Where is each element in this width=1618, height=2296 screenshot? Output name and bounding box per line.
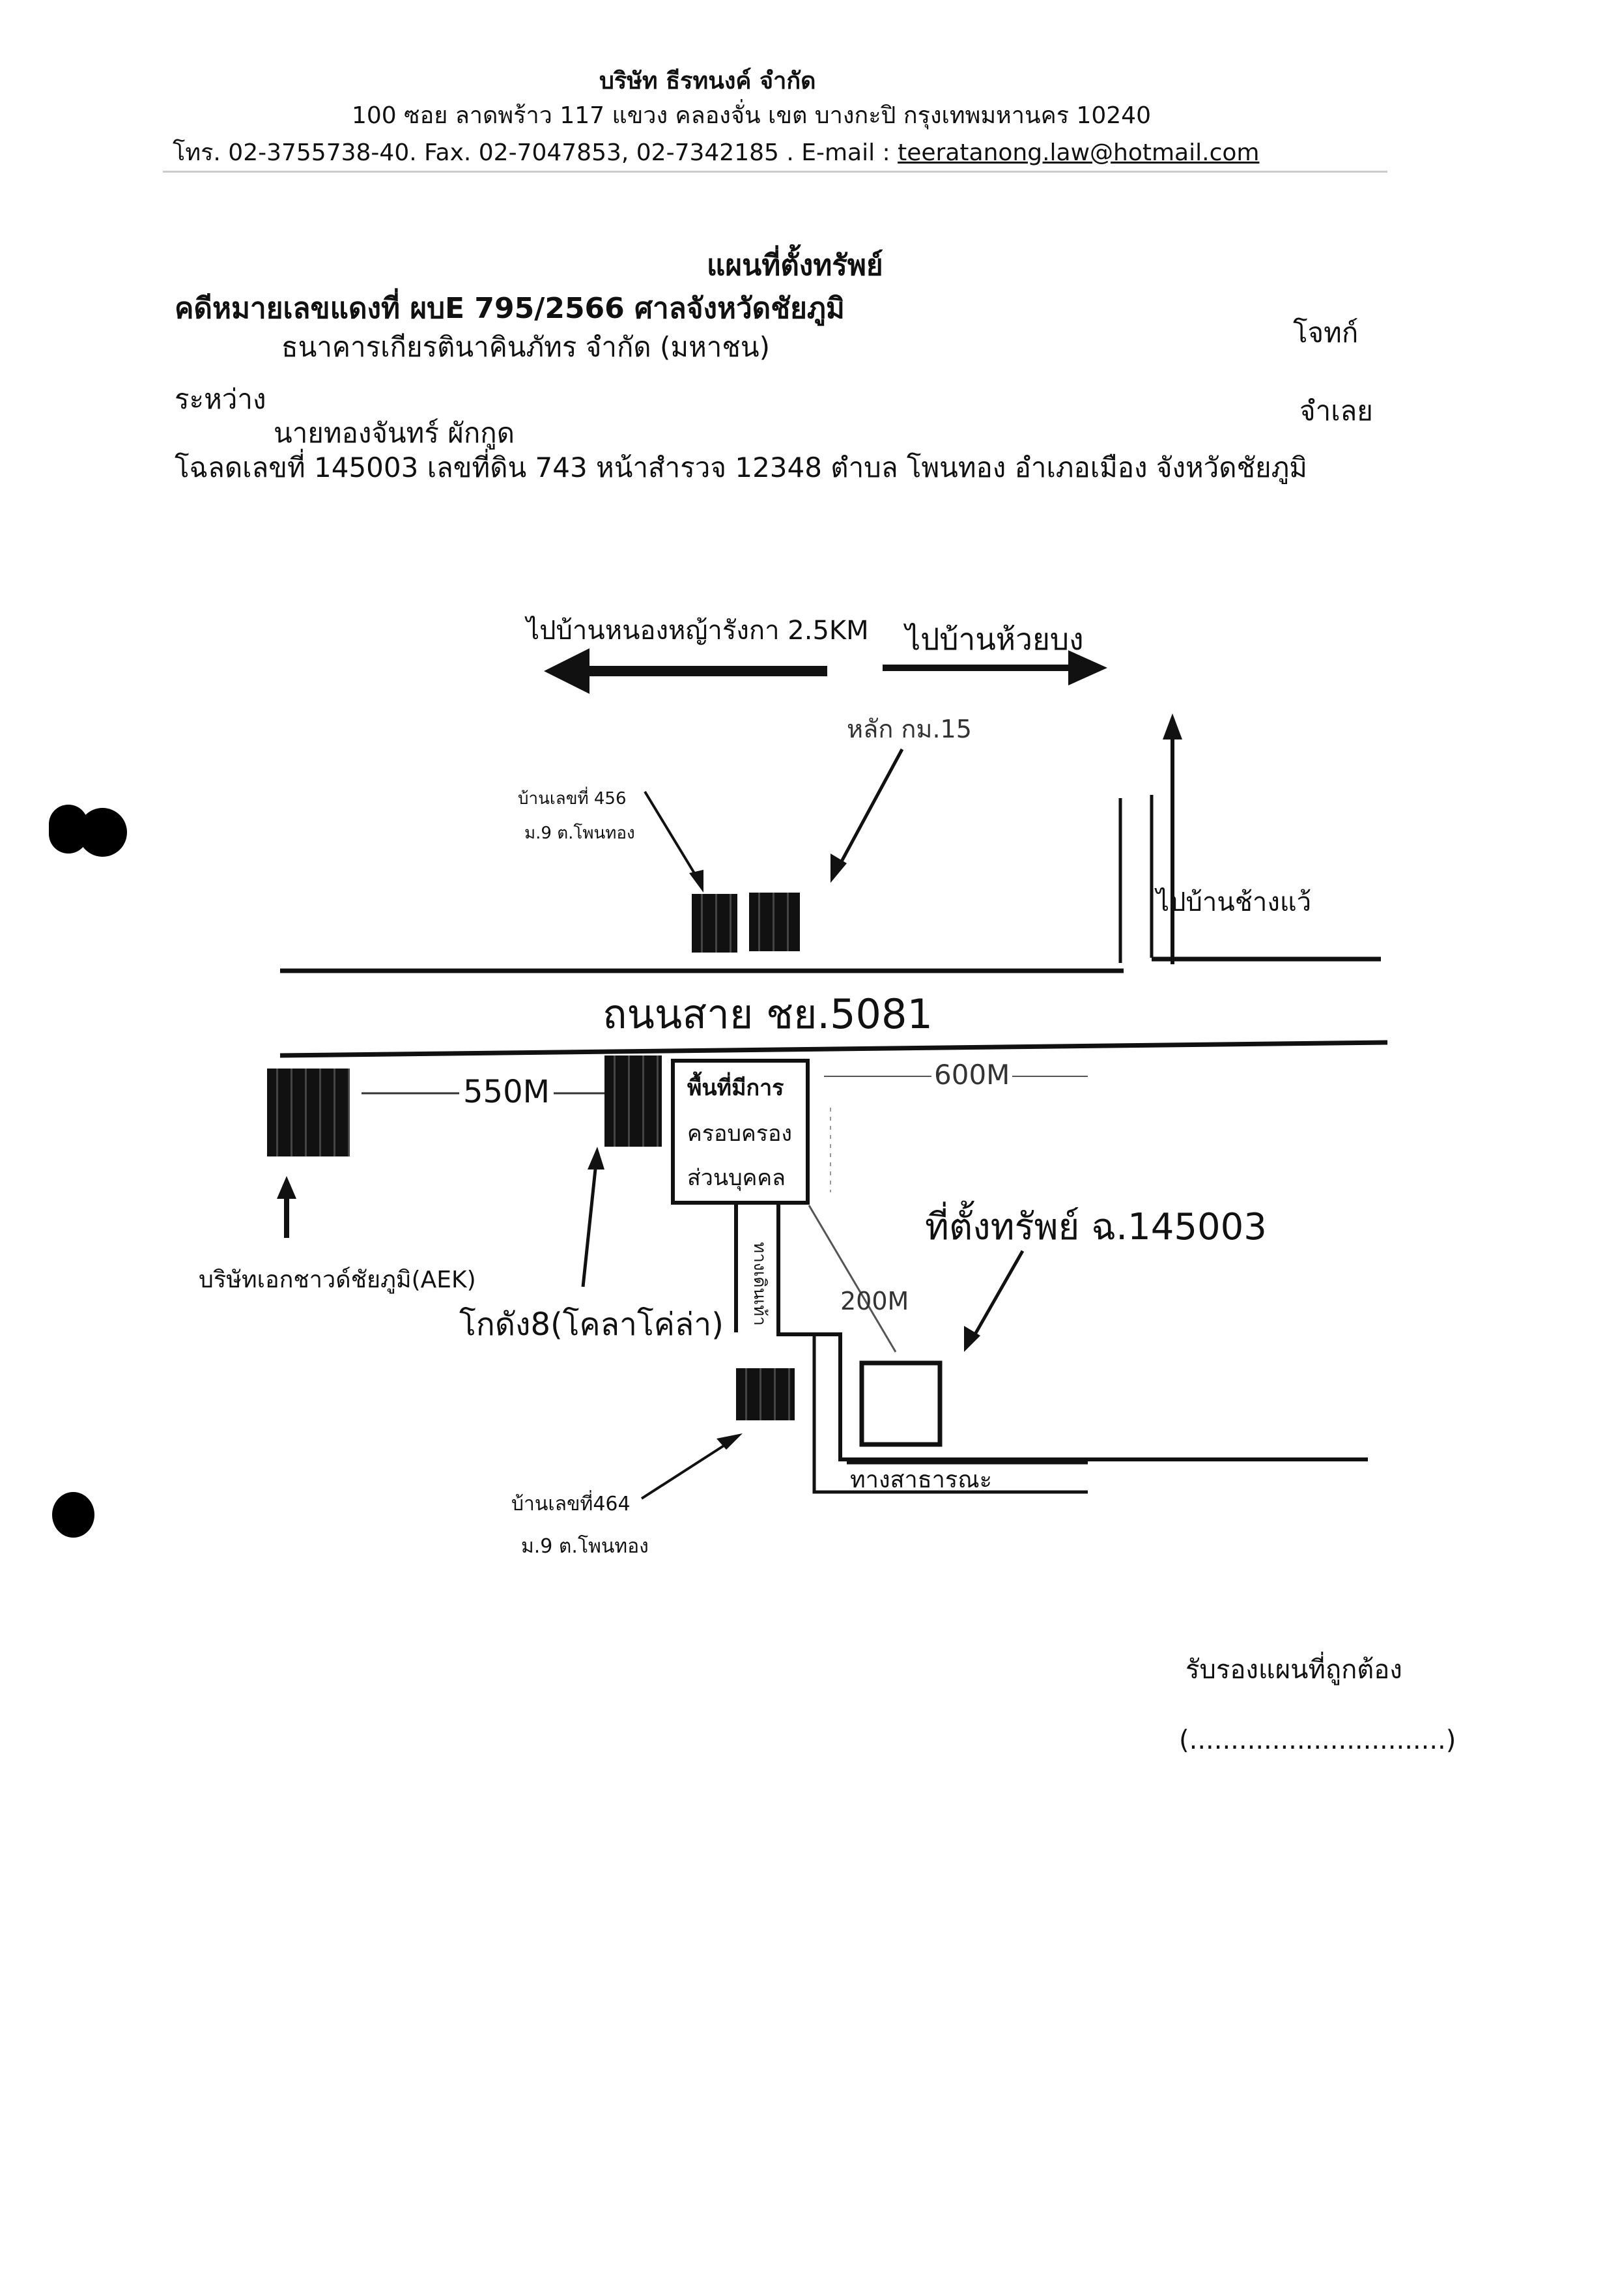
house-456-pointer-head: [689, 870, 703, 893]
binder-hole: [78, 808, 127, 857]
plaintiff-name: ธนาคารเกียรตินาคินภัทร จำกัด (มหาชน): [281, 331, 770, 363]
building-house-464: [736, 1368, 795, 1420]
private-area-l2: ครอบครอง: [687, 1121, 793, 1147]
property-pointer: [969, 1250, 1025, 1343]
building-km-post: [749, 893, 800, 951]
km-post-pointer-head: [830, 854, 847, 883]
main-road-bottom-edge: [279, 1040, 1388, 1058]
label-aek-company: บริษัทเอกชาวด์ชัยภูมิ(AEK): [199, 1267, 476, 1293]
public-way-edges: [812, 1334, 1088, 1494]
label-dist-550: 550M: [459, 1074, 554, 1110]
company-email[interactable]: teeratanong.law@hotmail.com: [898, 139, 1260, 166]
property-location-label: ที่ตั้งทรัพย์ ฉ.145003: [925, 1206, 1267, 1248]
page-title: แผนที่ตั้งทรัพย์: [707, 249, 883, 282]
deed-details: โฉลดเลขที่ 145003 เลขที่ดิน 743 หน้าสำรว…: [175, 452, 1307, 483]
house-456-pointer: [644, 790, 702, 884]
label-house-464-l2: ม.9 ต.โพนทอง: [521, 1535, 649, 1558]
lane-label: ทางเดินเท้า: [749, 1242, 769, 1326]
label-km-post: หลัก กม.15: [847, 715, 972, 743]
building-aek: [267, 1069, 350, 1156]
certify-text: รับรองแผนที่ถูกต้อง: [1185, 1655, 1402, 1685]
label-dist-600: 600M: [931, 1059, 1013, 1091]
aek-pointer-head: [277, 1176, 296, 1199]
private-area-l1: พื้นที่มีการ: [687, 1075, 784, 1101]
arrow-up-icon: [1163, 713, 1182, 964]
warehouse-pointer: [581, 1162, 598, 1287]
company-contact: โทร. 02-3755738-40. Fax. 02-7047853, 02-…: [173, 134, 1259, 171]
arrow-left-icon: [544, 648, 827, 694]
label-public-way: ทางสาธารณะ: [850, 1467, 992, 1493]
between-label: ระหว่าง: [175, 383, 266, 415]
signature-line[interactable]: (...............................): [1179, 1725, 1456, 1755]
case-number: คดีหมายเลขแดงที่ ผบE 795/2566 ศาลจังหวัด…: [175, 292, 845, 325]
label-dist-200: 200M: [840, 1287, 909, 1315]
label-to-chang-wae: ไปบ้านช้างแว้: [1156, 887, 1312, 917]
label-to-nong-ya-rang-ka: ไปบ้านหนองหญ้ารังกา 2.5KM: [526, 616, 869, 646]
plaintiff-role: โจทก์: [1293, 317, 1359, 349]
property-pointer-head: [964, 1326, 980, 1352]
private-area-box: [671, 1059, 810, 1205]
private-area-l3: ส่วนบุคคล: [687, 1165, 786, 1191]
company-name: บริษัท ธีรทนงค์ จำกัด: [599, 68, 816, 94]
house-464-pointer-head: [717, 1433, 743, 1450]
house-464-pointer: [640, 1439, 734, 1500]
building-warehouse: [604, 1055, 662, 1147]
company-address: 100 ซอย ลาดพร้าว 117 แขวง คลองจั่น เขต บ…: [352, 102, 1151, 129]
label-house-464-l1: บ้านเลขที่464: [511, 1493, 631, 1515]
arrow-right-icon: [883, 650, 1107, 685]
road-name: ถนนสาย ชย.5081: [603, 990, 933, 1038]
label-to-huai-bong: ไปบ้านห้วยบง: [905, 622, 1084, 657]
warehouse-pointer-head: [588, 1147, 604, 1170]
km-post-pointer: [835, 748, 904, 871]
letterhead-divider: [163, 171, 1387, 173]
dist-200-line: [808, 1205, 897, 1353]
lane-outline-outer: [776, 1203, 840, 1336]
label-house-456-l1: บ้านเลขที่ 456: [518, 789, 627, 809]
building-house-456: [692, 894, 737, 953]
property-box: [859, 1360, 943, 1447]
label-house-456-l2: ม.9 ต.โพนทอง: [524, 824, 635, 843]
binder-hole: [52, 1492, 94, 1538]
defendant-role: จำเลย: [1299, 395, 1373, 427]
contact-phone-fax: โทร. 02-3755738-40. Fax. 02-7047853, 02-…: [173, 139, 898, 166]
defendant-name: นายทองจันทร์ ผักกูด: [274, 417, 515, 449]
label-warehouse: โกดัง8(โคลาโค่ล่า): [459, 1306, 724, 1343]
